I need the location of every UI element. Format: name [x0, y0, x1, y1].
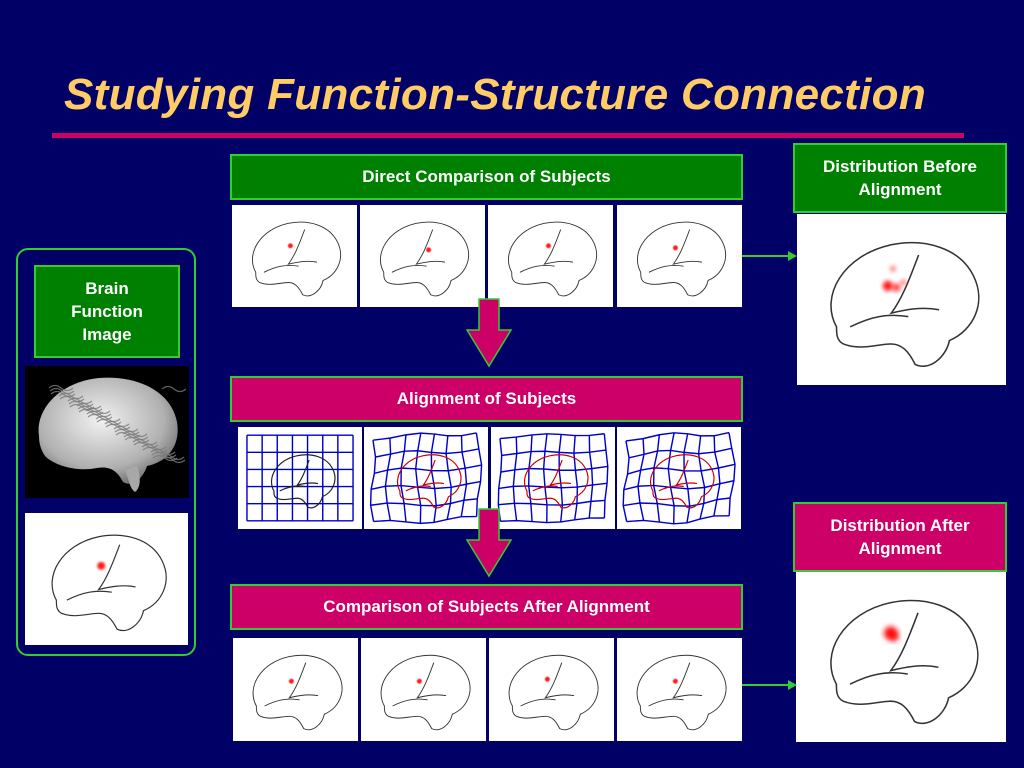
- subject-brain-4: [617, 205, 742, 307]
- subject-brain-1-drawing: [251, 221, 342, 297]
- activation-spot: [672, 245, 678, 251]
- activation-spot: [672, 678, 678, 684]
- activation-spot: [900, 279, 907, 286]
- brain-function-panel: [25, 513, 188, 645]
- aligned-grid-4: [617, 427, 741, 529]
- brain-function-label: Brain Function Image: [71, 279, 143, 344]
- aligned-grid-4-drawing: [622, 431, 736, 525]
- subject-brain-4-drawing: [636, 221, 727, 297]
- activation-spot: [426, 247, 432, 253]
- aligned-brain-4-drawing: [636, 654, 727, 731]
- aligned-grid-1: [238, 427, 362, 529]
- comparison-after-label: Comparison of Subjects After Alignment: [323, 597, 650, 616]
- activation-spot: [889, 265, 897, 272]
- dist-after-box: Distribution After Alignment: [793, 502, 1007, 572]
- aligned-brain-2: [361, 638, 486, 741]
- activation-spot: [416, 678, 422, 684]
- activation-spot: [288, 678, 294, 684]
- brain-3d-drawing: [38, 377, 187, 492]
- aligned-brain-1: [233, 638, 358, 741]
- dist-before-panel: [797, 214, 1006, 385]
- subject-brain-2: [360, 205, 485, 307]
- comparison-after-header: Comparison of Subjects After Alignment: [230, 584, 743, 630]
- aligned-grid-3-drawing: [497, 433, 609, 524]
- direct-comparison-header: Direct Comparison of Subjects: [230, 154, 743, 200]
- brain-function-box: Brain Function Image: [34, 265, 180, 358]
- activation-spot: [892, 283, 901, 292]
- activation-spot: [889, 632, 899, 641]
- connector-arrow-before: [742, 251, 797, 261]
- aligned-brain-3-drawing: [508, 654, 599, 731]
- activation-spot: [882, 280, 893, 291]
- activation-spot: [287, 243, 293, 249]
- down-arrow-1: [466, 298, 512, 368]
- subject-brain-1: [232, 205, 357, 307]
- subject-brain-3-drawing: [507, 221, 598, 297]
- slide-title: Studying Function-Structure Connection: [64, 70, 927, 119]
- dist-before-box: Distribution Before Alignment: [793, 143, 1007, 213]
- activation-spot: [97, 561, 106, 570]
- brain-function-panel-drawing: [51, 534, 167, 632]
- activation-spot: [544, 676, 550, 682]
- subject-brain-2-drawing: [379, 221, 470, 297]
- dist-before-label: Distribution Before Alignment: [823, 157, 977, 199]
- aligned-grid-2-drawing: [369, 432, 483, 525]
- aligned-grid-3: [491, 427, 615, 529]
- title-underline: [52, 133, 964, 138]
- aligned-brain-3: [489, 638, 614, 741]
- brain-function-sidebar: [16, 248, 196, 656]
- aligned-grid-2: [364, 427, 488, 529]
- dist-after-panel-drawing: [830, 599, 979, 724]
- down-arrow-2: [466, 508, 512, 578]
- direct-comparison-label: Direct Comparison of Subjects: [362, 167, 611, 186]
- aligned-grid-1-drawing: [246, 434, 354, 522]
- connector-arrow-after: [742, 680, 797, 690]
- dist-before-panel-drawing: [830, 241, 980, 367]
- subject-brain-3: [488, 205, 613, 307]
- dist-after-panel: [796, 572, 1006, 742]
- brain-3d-render: [25, 366, 189, 498]
- activation-spot: [546, 243, 551, 249]
- aligned-brain-2-drawing: [380, 654, 471, 731]
- dist-after-label: Distribution After Alignment: [830, 516, 970, 558]
- aligned-brain-4: [617, 638, 742, 741]
- alignment-label: Alignment of Subjects: [396, 389, 577, 408]
- aligned-brain-1-drawing: [252, 654, 343, 731]
- alignment-header: Alignment of Subjects: [230, 376, 743, 422]
